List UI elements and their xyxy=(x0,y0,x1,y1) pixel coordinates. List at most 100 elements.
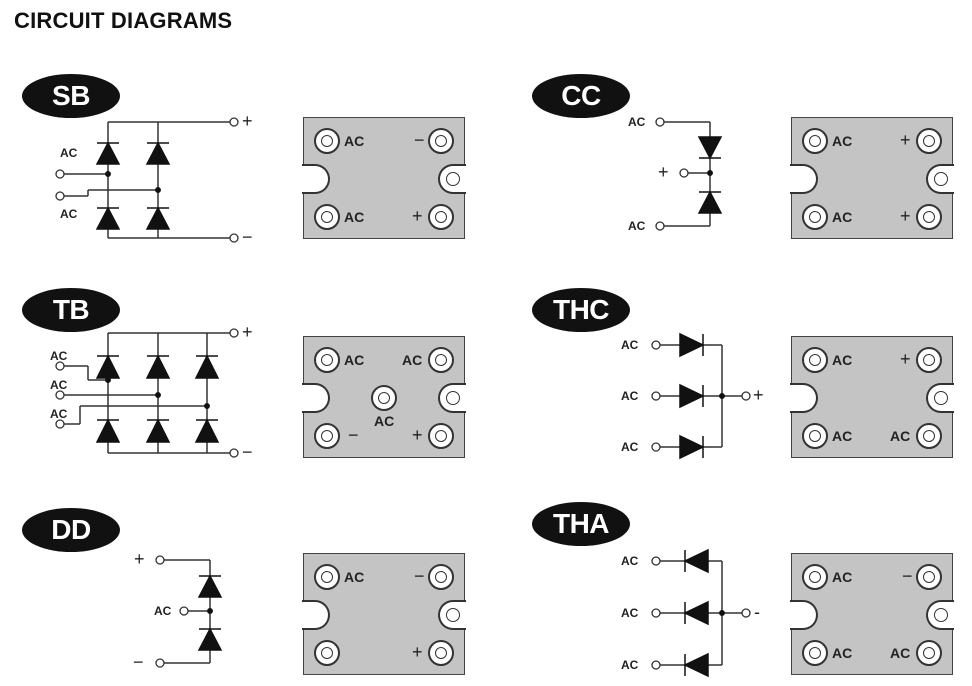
terminal-label: − xyxy=(414,566,425,586)
terminal-screw-icon xyxy=(802,640,828,666)
terminal-screw-icon xyxy=(916,204,942,230)
terminal-label: AC xyxy=(344,209,365,225)
mounting-hole xyxy=(926,164,954,194)
module-pinout: AC − AC AC xyxy=(790,553,954,675)
terminal-screw-icon xyxy=(428,564,454,590)
mounting-hole xyxy=(926,600,954,630)
terminal-label: AC xyxy=(890,645,911,661)
ac-input-label: AC xyxy=(50,407,68,421)
terminal-screw-icon xyxy=(314,423,340,449)
ac-input-label: AC xyxy=(628,219,646,233)
terminal-screw-icon xyxy=(802,204,828,230)
mounting-hole xyxy=(438,164,466,194)
terminal-label: − xyxy=(348,425,359,445)
terminal-label: AC xyxy=(344,569,365,585)
terminal-label: AC xyxy=(374,413,395,429)
terminal-screw-icon xyxy=(428,347,454,373)
terminal-label: + xyxy=(412,642,423,662)
terminal-label: AC xyxy=(832,352,853,368)
terminal-label: AC xyxy=(402,352,423,368)
terminal-screw-icon xyxy=(428,128,454,154)
terminal-label: + xyxy=(412,425,423,445)
ac-input-label: AC xyxy=(621,338,639,352)
ac-input-label: AC xyxy=(621,658,639,672)
positive-input-label: + xyxy=(134,549,145,569)
circuit-code-badge: TB xyxy=(22,288,120,332)
terminal-label: AC xyxy=(344,352,365,368)
positive-output-label: + xyxy=(242,322,253,342)
terminal-label: AC xyxy=(832,645,853,661)
terminal-screw-icon xyxy=(314,564,340,590)
negative-input-label: − xyxy=(133,652,144,672)
terminal-label: + xyxy=(900,130,911,150)
ac-input-label: AC xyxy=(60,146,78,160)
module-pinout: AC − AC + xyxy=(302,117,466,239)
ac-input-label: AC xyxy=(50,378,68,392)
terminal-screw-icon xyxy=(802,128,828,154)
negative-output-label: − xyxy=(242,227,253,247)
module-pinout: AC − + xyxy=(302,553,466,675)
mounting-slot xyxy=(790,164,818,194)
mounting-slot xyxy=(302,164,330,194)
circuit-code-badge: SB xyxy=(22,74,120,118)
ac-input-label: AC xyxy=(621,389,639,403)
negative-output-label: - xyxy=(754,602,760,622)
mounting-hole xyxy=(438,383,466,413)
mounting-slot xyxy=(790,600,818,630)
ac-input-label: AC xyxy=(628,115,646,129)
terminal-screw-icon xyxy=(916,423,942,449)
module-pinout: AC + AC + xyxy=(790,117,954,239)
positive-output-label: + xyxy=(753,385,764,405)
mounting-slot xyxy=(790,383,818,413)
positive-output-label: + xyxy=(242,111,253,131)
terminal-screw-icon xyxy=(314,128,340,154)
terminal-screw-icon xyxy=(314,204,340,230)
ac-input-label: AC xyxy=(621,440,639,454)
terminal-screw-icon xyxy=(802,564,828,590)
terminal-screw-icon xyxy=(314,347,340,373)
ac-input-label: AC xyxy=(621,606,639,620)
circuit-code-badge: CC xyxy=(532,74,630,118)
terminal-screw-icon xyxy=(916,640,942,666)
terminal-screw-icon xyxy=(802,423,828,449)
page-title: CIRCUIT DIAGRAMS xyxy=(14,8,233,33)
terminal-label: AC xyxy=(832,133,853,149)
terminal-screw-icon xyxy=(371,385,397,411)
terminal-label: AC xyxy=(832,428,853,444)
mounting-slot xyxy=(302,600,330,630)
mounting-hole xyxy=(438,600,466,630)
terminal-screw-icon xyxy=(428,640,454,666)
ac-input-label: AC xyxy=(621,554,639,568)
ac-input-label: AC xyxy=(50,349,68,363)
terminal-label: AC xyxy=(832,209,853,225)
terminal-screw-icon xyxy=(314,640,340,666)
circuit-code-badge: THA xyxy=(532,502,630,546)
terminal-label: + xyxy=(900,349,911,369)
module-pinout: AC + AC AC xyxy=(790,336,954,458)
negative-output-label: − xyxy=(242,442,253,462)
terminal-label: AC xyxy=(344,133,365,149)
circuit-code-badge: THC xyxy=(532,288,630,332)
terminal-screw-icon xyxy=(802,347,828,373)
circuit-code-badge: DD xyxy=(22,508,120,552)
mounting-slot xyxy=(302,383,330,413)
ac-input-label: AC xyxy=(60,207,78,221)
terminal-label: AC xyxy=(890,428,911,444)
terminal-screw-icon xyxy=(428,204,454,230)
module-pinout: AC AC AC − + xyxy=(302,336,466,458)
terminal-screw-icon xyxy=(916,128,942,154)
ac-input-label: AC xyxy=(154,604,172,618)
terminal-label: + xyxy=(900,206,911,226)
terminal-label: + xyxy=(412,206,423,226)
terminal-screw-icon xyxy=(428,423,454,449)
terminal-label: AC xyxy=(832,569,853,585)
terminal-label: − xyxy=(414,130,425,150)
terminal-label: − xyxy=(902,566,913,586)
positive-input-label: + xyxy=(658,162,669,182)
